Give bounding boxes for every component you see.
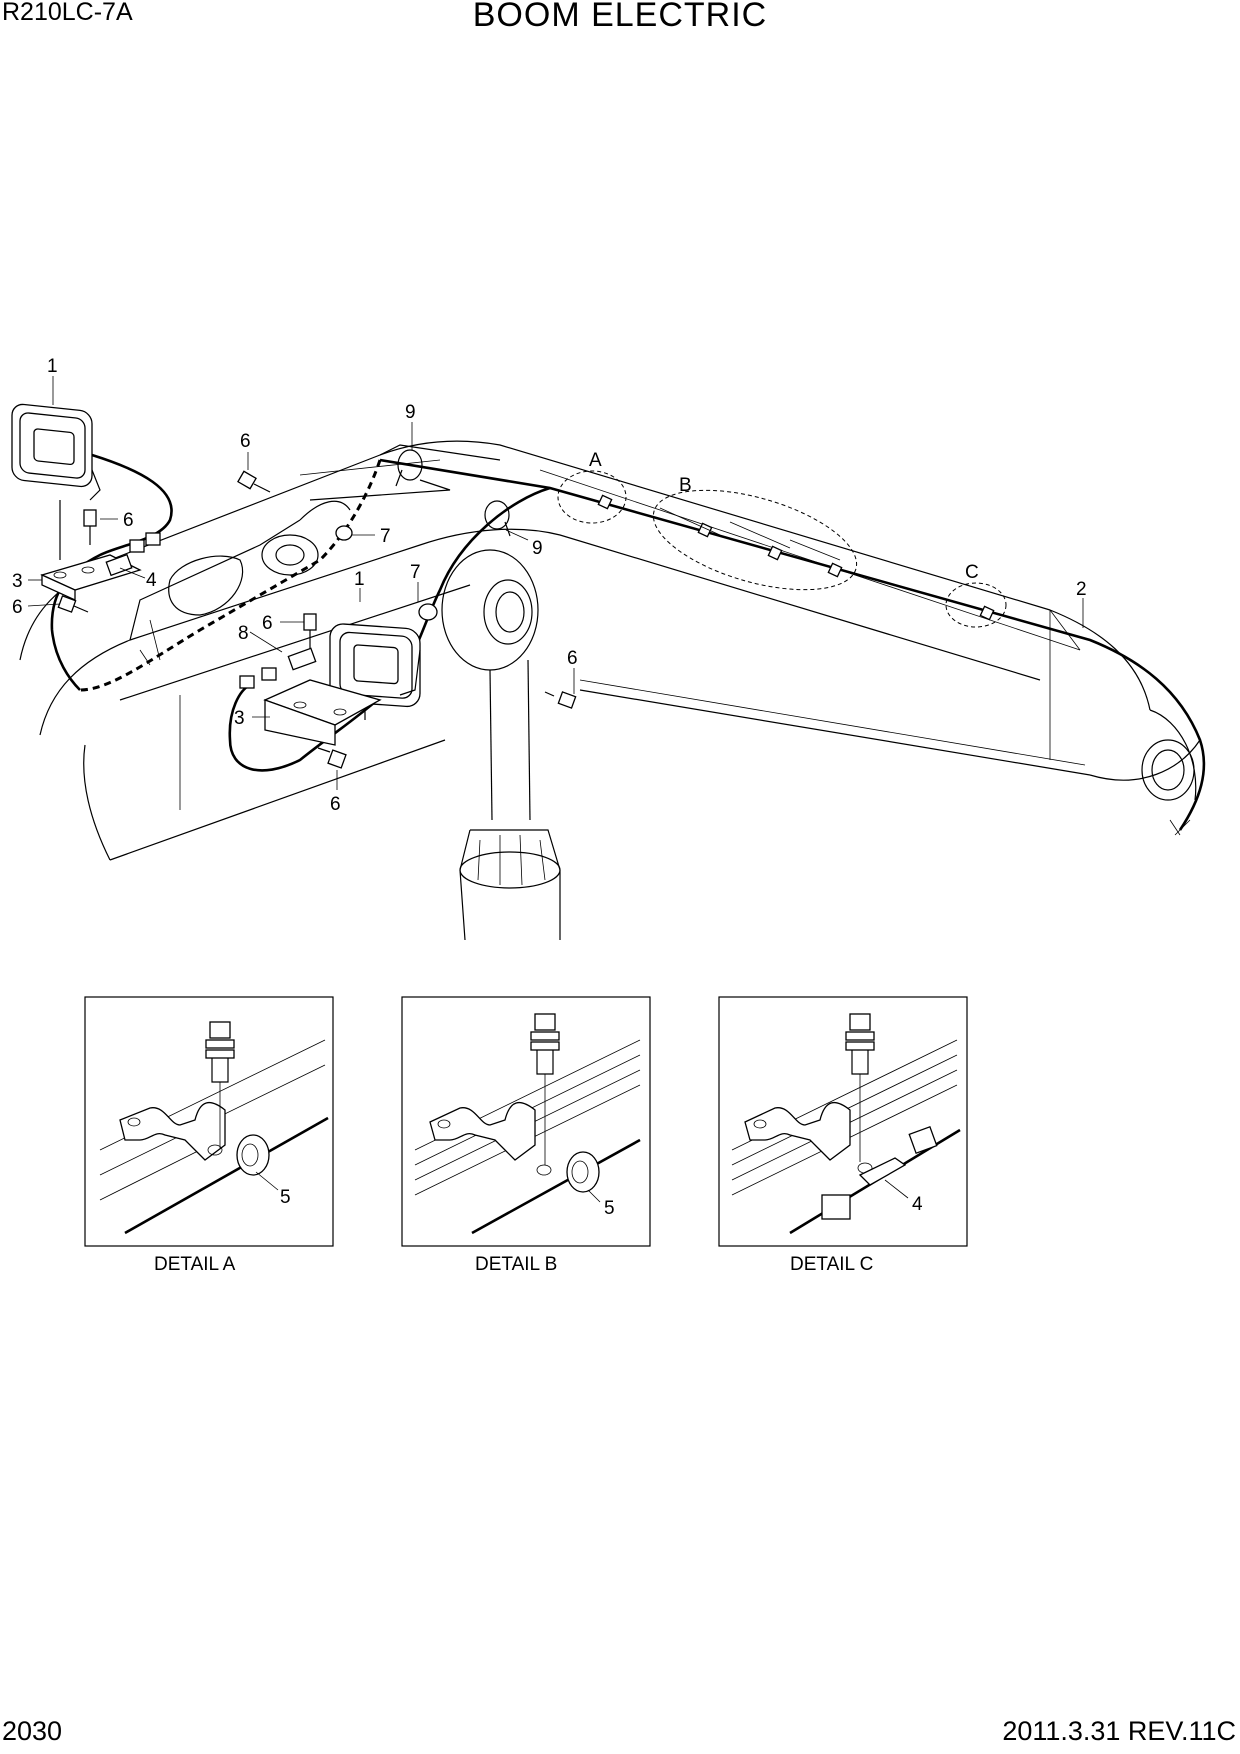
- detail-a-panel: [84, 996, 334, 1247]
- callout-tie-center: 9: [532, 538, 543, 559]
- callout-lamp-left: 1: [47, 356, 58, 377]
- callout-connector-mid: 8: [238, 623, 249, 644]
- callout-connector-left: 4: [146, 570, 157, 591]
- detail-c-callout: 4: [912, 1194, 923, 1215]
- callout-detail-b: B: [679, 475, 692, 496]
- callout-tie-top: 9: [405, 402, 416, 423]
- detail-c-panel: [718, 996, 968, 1247]
- page-number: 2030: [2, 1716, 63, 1746]
- page-title: BOOM ELECTRIC: [472, 0, 768, 34]
- callout-bolt-top: 6: [240, 431, 251, 452]
- leader-lines: [27, 376, 1084, 790]
- detail-c-caption: DETAIL C: [790, 1254, 873, 1275]
- callout-clip-left: 7: [380, 526, 391, 547]
- work-lamp-left: [11, 403, 101, 560]
- bracket-right: [263, 679, 382, 746]
- detail-a-caption: DETAIL A: [154, 1254, 236, 1275]
- wire-harness: [50, 453, 1206, 831]
- revision-date: 2011.3.31 REV.11C: [1002, 1716, 1236, 1746]
- bolt-icon-set: [57, 470, 577, 769]
- detail-a-callout: 5: [280, 1187, 291, 1208]
- callout-clip-center: 7: [410, 562, 421, 583]
- work-lamp-right: [329, 623, 421, 720]
- callout-lamp-right: 1: [354, 569, 365, 590]
- callout-bracket-left: 3: [12, 571, 23, 592]
- detail-b-callout: 5: [604, 1198, 615, 1219]
- callout-bolt-left-a: 6: [123, 510, 134, 531]
- model-number: R210LC-7A: [2, 0, 133, 26]
- callout-bolt-bottom: 6: [330, 794, 341, 815]
- clip-icon-set: [335, 449, 511, 621]
- callout-bolt-mid: 6: [262, 613, 273, 634]
- detail-b-caption: DETAIL B: [475, 1254, 557, 1275]
- callout-bolt-left-b: 6: [12, 597, 23, 618]
- callout-detail-a: A: [589, 450, 602, 471]
- callout-harness: 2: [1076, 579, 1087, 600]
- detail-markers: [557, 470, 1007, 628]
- callout-bracket-right: 3: [234, 708, 245, 729]
- boom-cylinder: [441, 549, 561, 941]
- callout-detail-c: C: [965, 562, 979, 583]
- connector-icon-set: [105, 532, 317, 689]
- boom-head-pivot: [129, 459, 451, 666]
- detail-b-panel: [401, 996, 651, 1247]
- callout-bolt-center: 6: [567, 648, 578, 669]
